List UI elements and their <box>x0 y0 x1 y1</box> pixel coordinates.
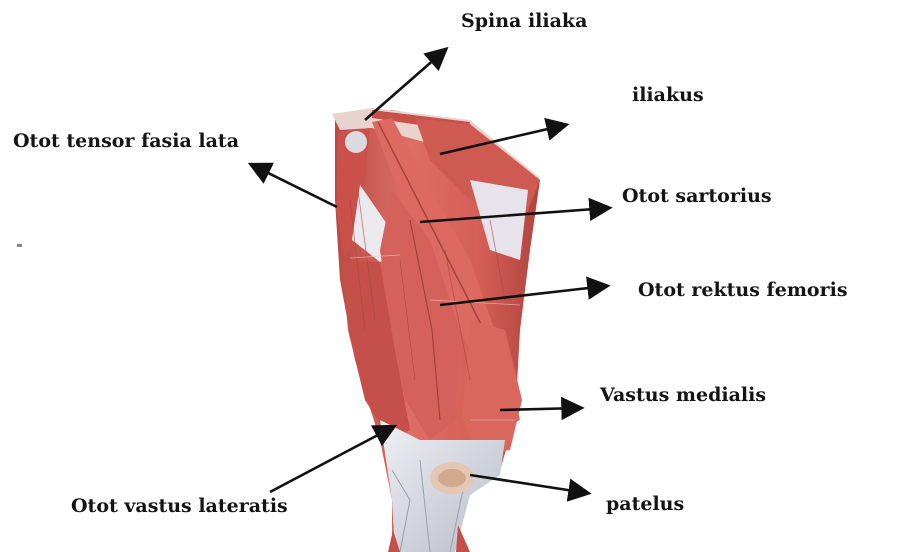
arrow-tensor-fasia-lata <box>252 165 337 207</box>
stray-mark <box>17 244 22 247</box>
label-vastus-lateratis: Otot vastus lateratis <box>71 497 288 516</box>
arrow-vastus-lateratis <box>270 427 393 492</box>
label-iliakus: iliakus <box>632 86 704 105</box>
label-vastus-medialis: Vastus medialis <box>600 386 766 405</box>
arrow-spina-iliaka <box>365 50 445 120</box>
label-tensor-fasia-lata: Otot tensor fasia lata <box>13 132 239 151</box>
label-rektus-femoris: Otot rektus femoris <box>638 281 848 300</box>
label-sartorius: Otot sartorius <box>622 187 772 206</box>
label-patelus: patelus <box>606 495 684 514</box>
label-spina-iliaka: Spina iliaka <box>461 12 587 31</box>
patella <box>430 462 474 494</box>
arrow-patelus <box>470 475 587 493</box>
